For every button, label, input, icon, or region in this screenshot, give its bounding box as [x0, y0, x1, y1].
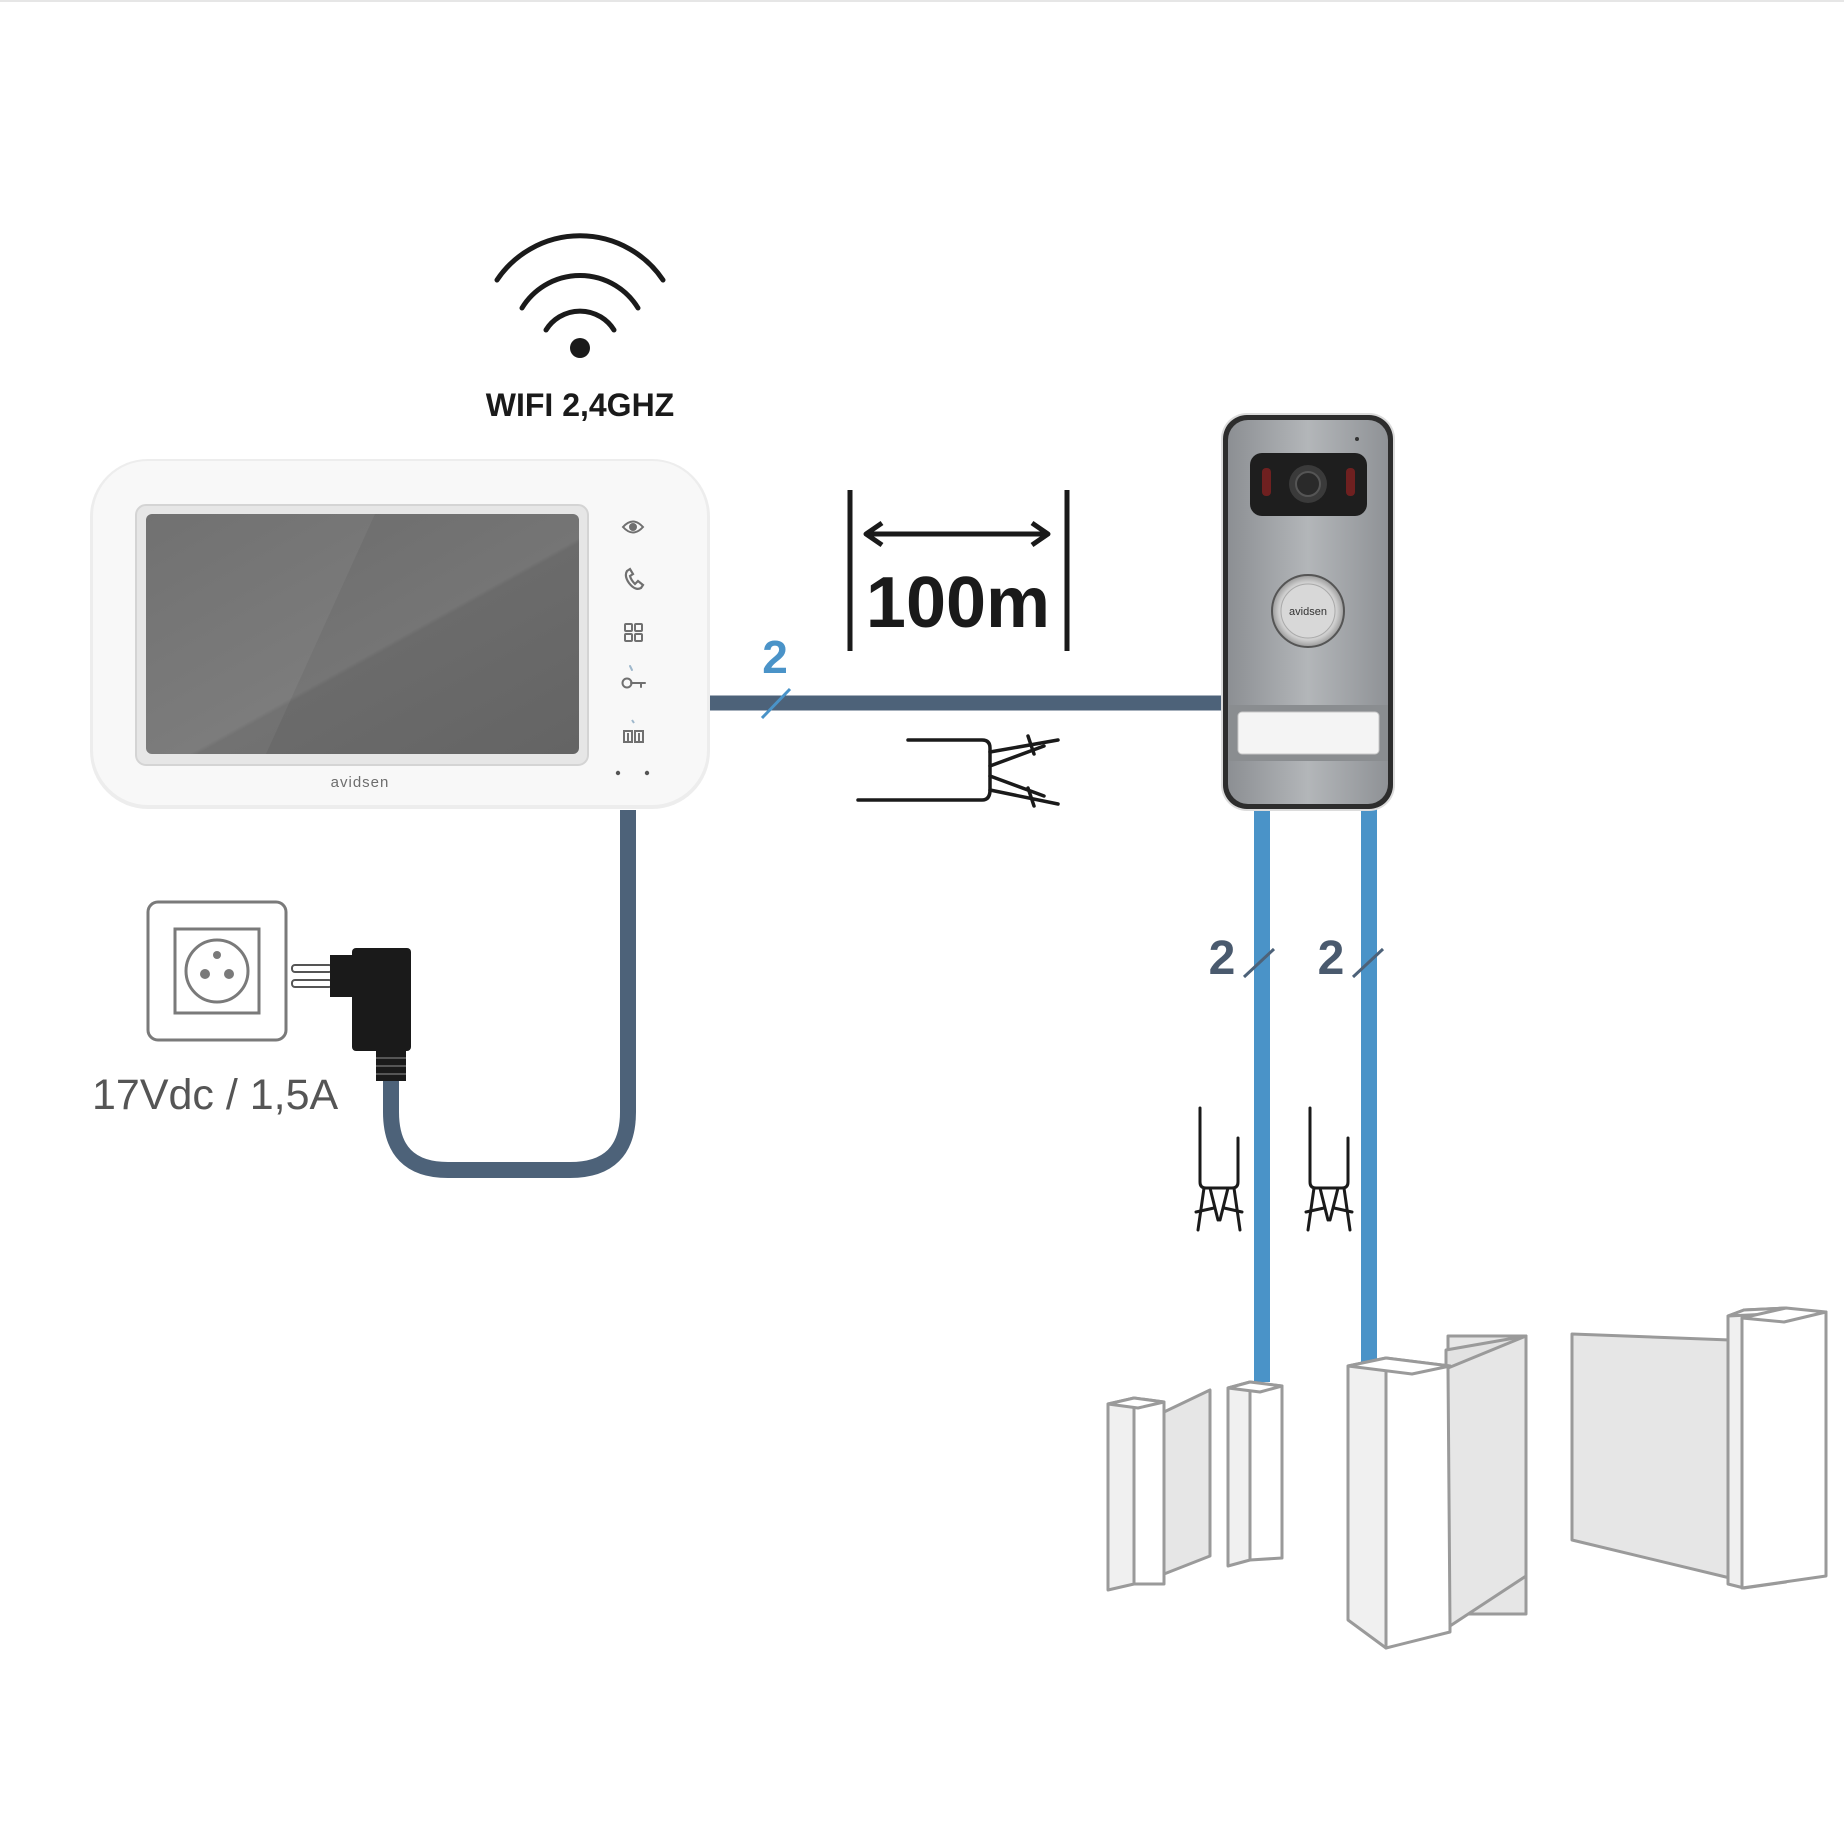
monitor-brand: avidsen — [331, 774, 390, 791]
distance-label: 100m — [866, 563, 1050, 643]
bus-wire-count: 2 — [762, 631, 788, 683]
wall-socket — [146, 900, 288, 1042]
stripped-wire-icon-2 — [1304, 1106, 1354, 1232]
wire-count-slash — [760, 687, 792, 720]
wifi-label: WIFI 2,4GHZ — [486, 387, 674, 423]
eye-icon[interactable] — [621, 520, 645, 534]
grid-icon[interactable] — [624, 623, 643, 642]
stripped-wire-icon-1 — [1194, 1106, 1244, 1232]
output-1-wire-count: 2 — [1209, 932, 1236, 985]
indoor-monitor: avidsen — [90, 459, 710, 809]
power-adapter — [291, 948, 411, 1081]
monitor-screen — [146, 514, 579, 754]
output-2-wire-count: 2 — [1318, 932, 1345, 985]
outdoor-doorbell: avidsen — [1221, 413, 1395, 811]
key-icon[interactable] — [621, 665, 646, 689]
swing-gate — [1346, 1306, 1828, 1650]
phone-icon[interactable] — [624, 567, 645, 590]
name-plate — [1237, 711, 1380, 755]
power-cable — [383, 810, 636, 1178]
stripped-cable-icon — [856, 734, 1060, 808]
distance-marker — [847, 490, 1070, 651]
pedestrian-gate — [1106, 1380, 1284, 1592]
wifi-icon — [494, 233, 666, 358]
gate-icon[interactable] — [623, 719, 644, 743]
power-label: 17Vdc / 1,5A — [92, 1071, 339, 1119]
doorbell-brand: avidsen — [1289, 606, 1327, 618]
